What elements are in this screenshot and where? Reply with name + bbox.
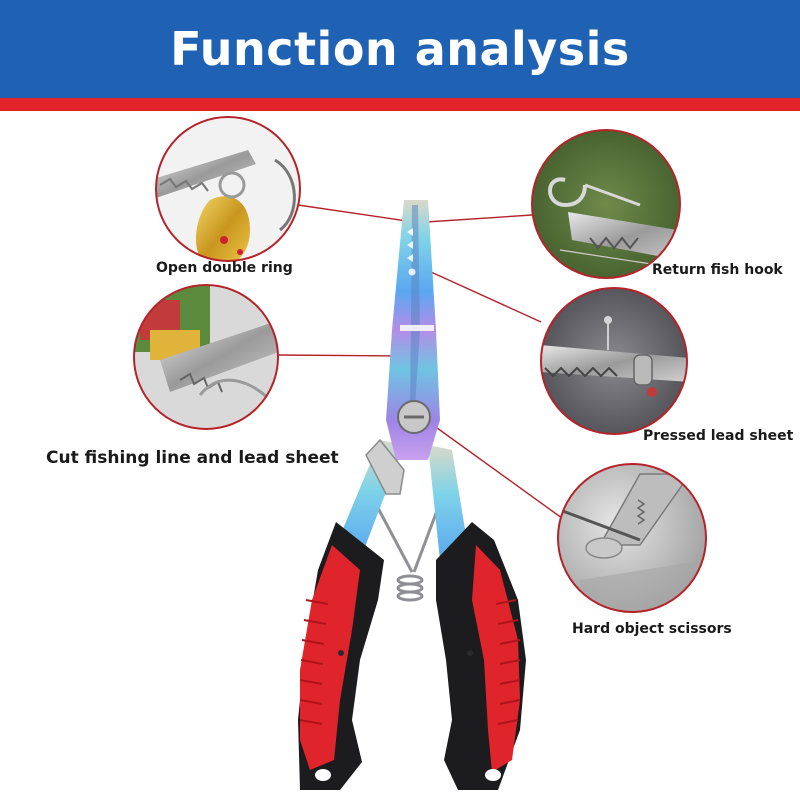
scissors-detail	[557, 463, 707, 613]
label-cut-fishing-line: Cut fishing line and lead sheet	[46, 448, 339, 468]
callout-lines	[277, 204, 567, 522]
header-banner: Function analysis	[0, 0, 800, 103]
label-pressed-lead-sheet: Pressed lead sheet	[643, 428, 794, 444]
line-scissors	[425, 419, 567, 522]
line-cutter	[277, 354, 413, 357]
pliers-illustration	[298, 200, 526, 790]
label-open-double-ring: Open double ring	[156, 260, 293, 276]
label-return-fish-hook: Return fish hook	[652, 262, 783, 278]
fish-hook-detail	[531, 129, 681, 279]
lock-tab	[365, 438, 405, 495]
label-hard-object-scissors: Hard object scissors	[572, 621, 732, 637]
double-ring-detail	[155, 116, 301, 262]
pliers-spring	[376, 507, 440, 602]
line-fish-hook	[425, 214, 533, 223]
line-cutter-detail	[133, 284, 279, 430]
lead-sheet-detail	[540, 287, 688, 435]
page-title: Function analysis	[170, 22, 630, 76]
header-red-stripe	[0, 98, 800, 111]
line-lead-sheet	[419, 266, 542, 323]
line-double-ring	[297, 204, 415, 223]
